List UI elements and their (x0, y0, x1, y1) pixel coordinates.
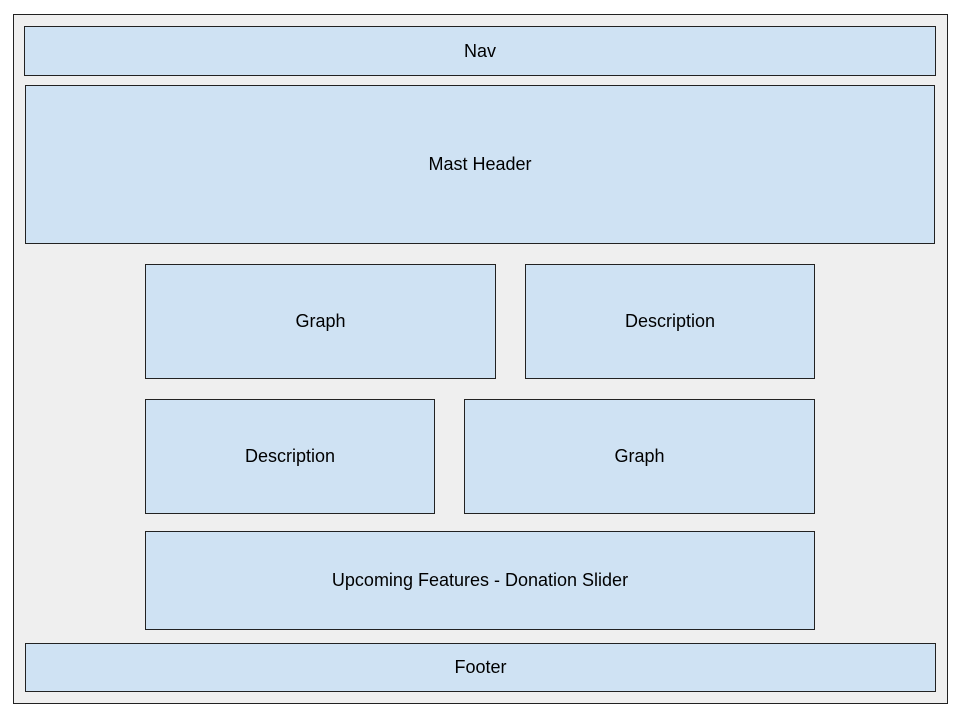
description-block-2: Description (145, 399, 435, 514)
nav-block: Nav (24, 26, 936, 76)
description-block-1: Description (525, 264, 815, 379)
footer-block: Footer (25, 643, 936, 692)
description-label-2: Description (244, 446, 336, 466)
mast-header-block: Mast Header (25, 85, 935, 244)
graph-block-2: Graph (464, 399, 815, 514)
footer-label: Footer (454, 657, 507, 677)
mast-header-label: Mast Header (428, 154, 532, 174)
graph-label-2: Graph (614, 446, 665, 466)
upcoming-features-block: Upcoming Features - Donation Slider (145, 531, 815, 630)
upcoming-features-label: Upcoming Features - Donation Slider (331, 570, 629, 590)
description-label-1: Description (624, 311, 716, 331)
graph-label-1: Graph (295, 311, 346, 331)
graph-block-1: Graph (145, 264, 496, 379)
nav-label: Nav (463, 40, 496, 61)
